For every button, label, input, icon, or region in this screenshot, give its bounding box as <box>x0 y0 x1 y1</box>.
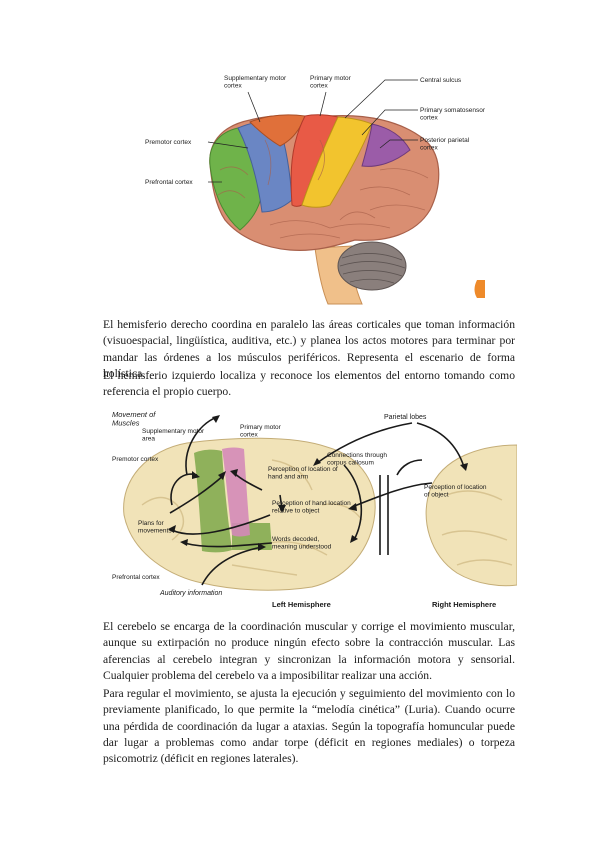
somatosensory-region <box>301 116 373 208</box>
supplementary-region <box>249 114 306 147</box>
paragraph-cerebellum: El cerebelo se encarga de la coordinació… <box>103 620 515 682</box>
label-right-hemisphere: Right Hemisphere <box>432 600 496 609</box>
edge-tab <box>474 280 485 298</box>
pink-primary-motor-band <box>222 447 250 537</box>
arrow-words <box>183 542 273 548</box>
arrow-parietal-right <box>416 422 465 468</box>
arrow-auditory <box>201 546 263 586</box>
paragraph-movement-regulation: Para regular el movimiento, se ajusta la… <box>103 687 515 766</box>
arrow-supp <box>169 474 225 514</box>
arrow-movement <box>185 416 218 476</box>
arrow-callosum-left <box>343 464 363 541</box>
arrow-parietal-left <box>316 422 413 464</box>
arrow-object <box>351 482 433 508</box>
label-words-decoded: Words decoded,meaning understood <box>272 536 332 550</box>
right-hemisphere-shape <box>425 444 517 587</box>
label-left-hemisphere: Left Hemisphere <box>272 600 331 609</box>
label-central-sulcus: Central sulcus <box>420 77 462 84</box>
arrow-to-plans <box>171 514 271 535</box>
label-prefrontal-cortex: Prefrontal cortex <box>112 574 160 581</box>
arrow-callosum-right <box>396 459 423 476</box>
paragraph-right-hemisphere: El hemisferio derecho coordina en parale… <box>103 318 515 380</box>
posterior-parietal-region <box>361 123 411 167</box>
label-parietal-lobes: Parietal lobes <box>384 414 427 421</box>
label-prefrontal: Prefrontal cortex <box>145 179 193 186</box>
label-premotor: Premotor cortex <box>145 139 192 146</box>
label-premotor-cortex: Premotor cortex <box>112 456 159 463</box>
label-auditory-information: Auditory information <box>159 590 222 597</box>
cerebellum <box>337 241 407 291</box>
left-hemisphere-shape <box>123 437 376 591</box>
paragraph-left-hemisphere: El hemisferio izquierdo localiza y recon… <box>103 369 515 399</box>
